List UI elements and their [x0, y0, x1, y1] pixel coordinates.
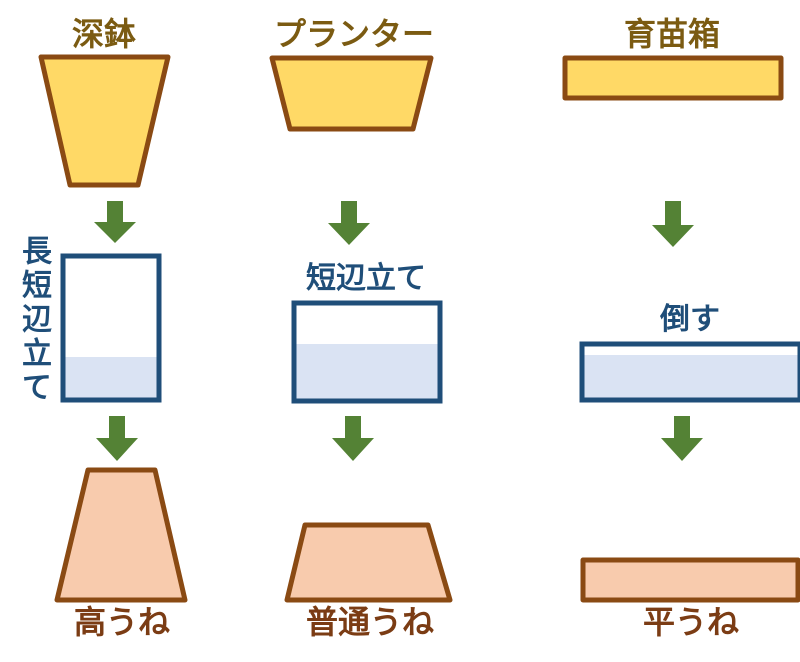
placement-label-short-side-standing: 短辺立て — [306, 261, 426, 296]
bed-label-flat-ridge: 平うね — [642, 603, 740, 641]
bag-border — [60, 253, 162, 403]
soil-fill — [294, 344, 440, 401]
container-label-seedling-tray: 育苗箱 — [623, 15, 721, 53]
arrow-down-icon — [328, 201, 370, 245]
arrow-down-icon — [94, 201, 136, 243]
container-label-deep-pot: 深鉢 — [71, 15, 137, 53]
laid-down-bag — [579, 341, 800, 403]
planter-shape — [269, 55, 434, 132]
soil-fill — [63, 357, 159, 400]
bag-border — [291, 300, 443, 404]
seedling-tray-shape — [562, 55, 784, 101]
arrow-down-icon — [652, 201, 694, 247]
tall-bag-standing — [60, 253, 162, 403]
placement-label-laid-down: 倒す — [660, 302, 720, 337]
deep-pot-shape — [38, 54, 171, 188]
short-side-standing-bag — [291, 300, 443, 404]
container-label-planter: プランター — [273, 15, 435, 53]
bed-label-normal-ridge: 普通うね — [305, 603, 435, 641]
normal-ridge-shape — [284, 522, 453, 603]
arrow-down-icon — [332, 416, 374, 461]
bed-label-high-ridge: 高うね — [73, 603, 171, 641]
arrow-down-icon — [661, 416, 703, 461]
placement-label-long-short-standing: 長短辺立て — [16, 235, 51, 405]
arrow-down-icon — [96, 416, 138, 461]
flat-ridge-shape — [580, 557, 800, 603]
bag-border — [579, 341, 800, 403]
soil-fill — [582, 355, 800, 400]
high-ridge-shape — [54, 467, 188, 603]
